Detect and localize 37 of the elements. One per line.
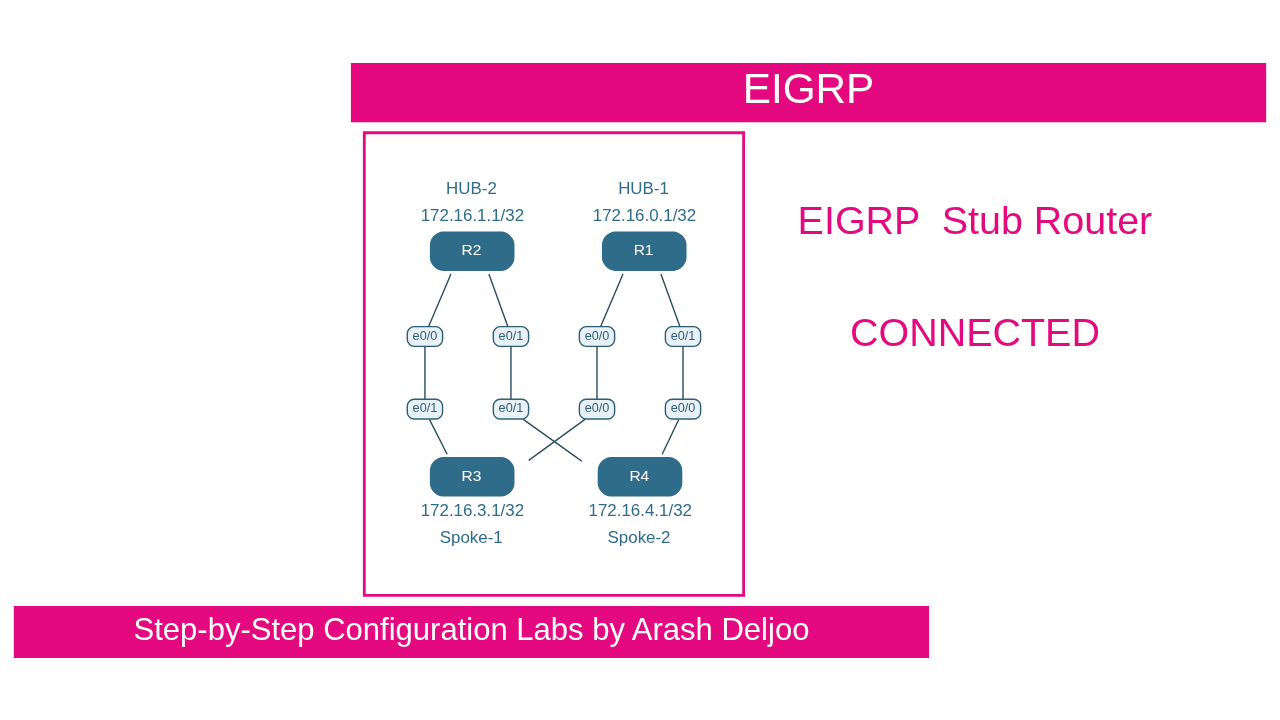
node-label: 172.16.1.1/32 — [420, 205, 525, 225]
node-box: e0/1 — [664, 325, 702, 347]
node-label: 172.16.3.1/32 — [420, 500, 525, 520]
node-box: e0/1 — [492, 398, 530, 420]
node-box: e0/0 — [664, 398, 702, 420]
connector — [528, 418, 586, 461]
label: CONNECTED — [849, 309, 1100, 354]
connector — [488, 272, 509, 327]
connector — [682, 345, 684, 400]
caption: Step-by-Step Configuration Labs by Arash Deljoo — [133, 611, 810, 647]
node-label: 172.16.4.1/32 — [588, 500, 692, 520]
connector — [427, 272, 452, 327]
node-box: e0/1 — [492, 325, 530, 347]
connector — [522, 418, 583, 462]
node-label: HUB-2 — [446, 178, 497, 198]
node-box: e0/0 — [578, 398, 616, 420]
node-box: R4 — [597, 456, 683, 497]
cluster — [362, 130, 746, 597]
connector — [661, 418, 680, 455]
node-label: Spoke-1 — [439, 527, 503, 547]
diagram-title: EIGRP — [742, 64, 875, 112]
node-box: e0/0 — [406, 325, 444, 347]
node-box: R3 — [429, 456, 515, 497]
node-label: Spoke-2 — [607, 527, 671, 547]
connector — [428, 418, 448, 455]
connector — [510, 345, 512, 400]
node-box: R2 — [429, 230, 515, 271]
connector — [660, 272, 681, 327]
connector — [599, 272, 624, 327]
node-label: 172.16.0.1/32 — [592, 205, 697, 225]
node-label: HUB-1 — [618, 178, 669, 198]
node-box: e0/1 — [406, 398, 444, 420]
connector — [424, 345, 426, 400]
node-box: e0/0 — [578, 325, 616, 347]
connector — [596, 345, 598, 400]
node-box: R1 — [601, 230, 687, 271]
label: EIGRP Stub Router — [797, 197, 1153, 242]
